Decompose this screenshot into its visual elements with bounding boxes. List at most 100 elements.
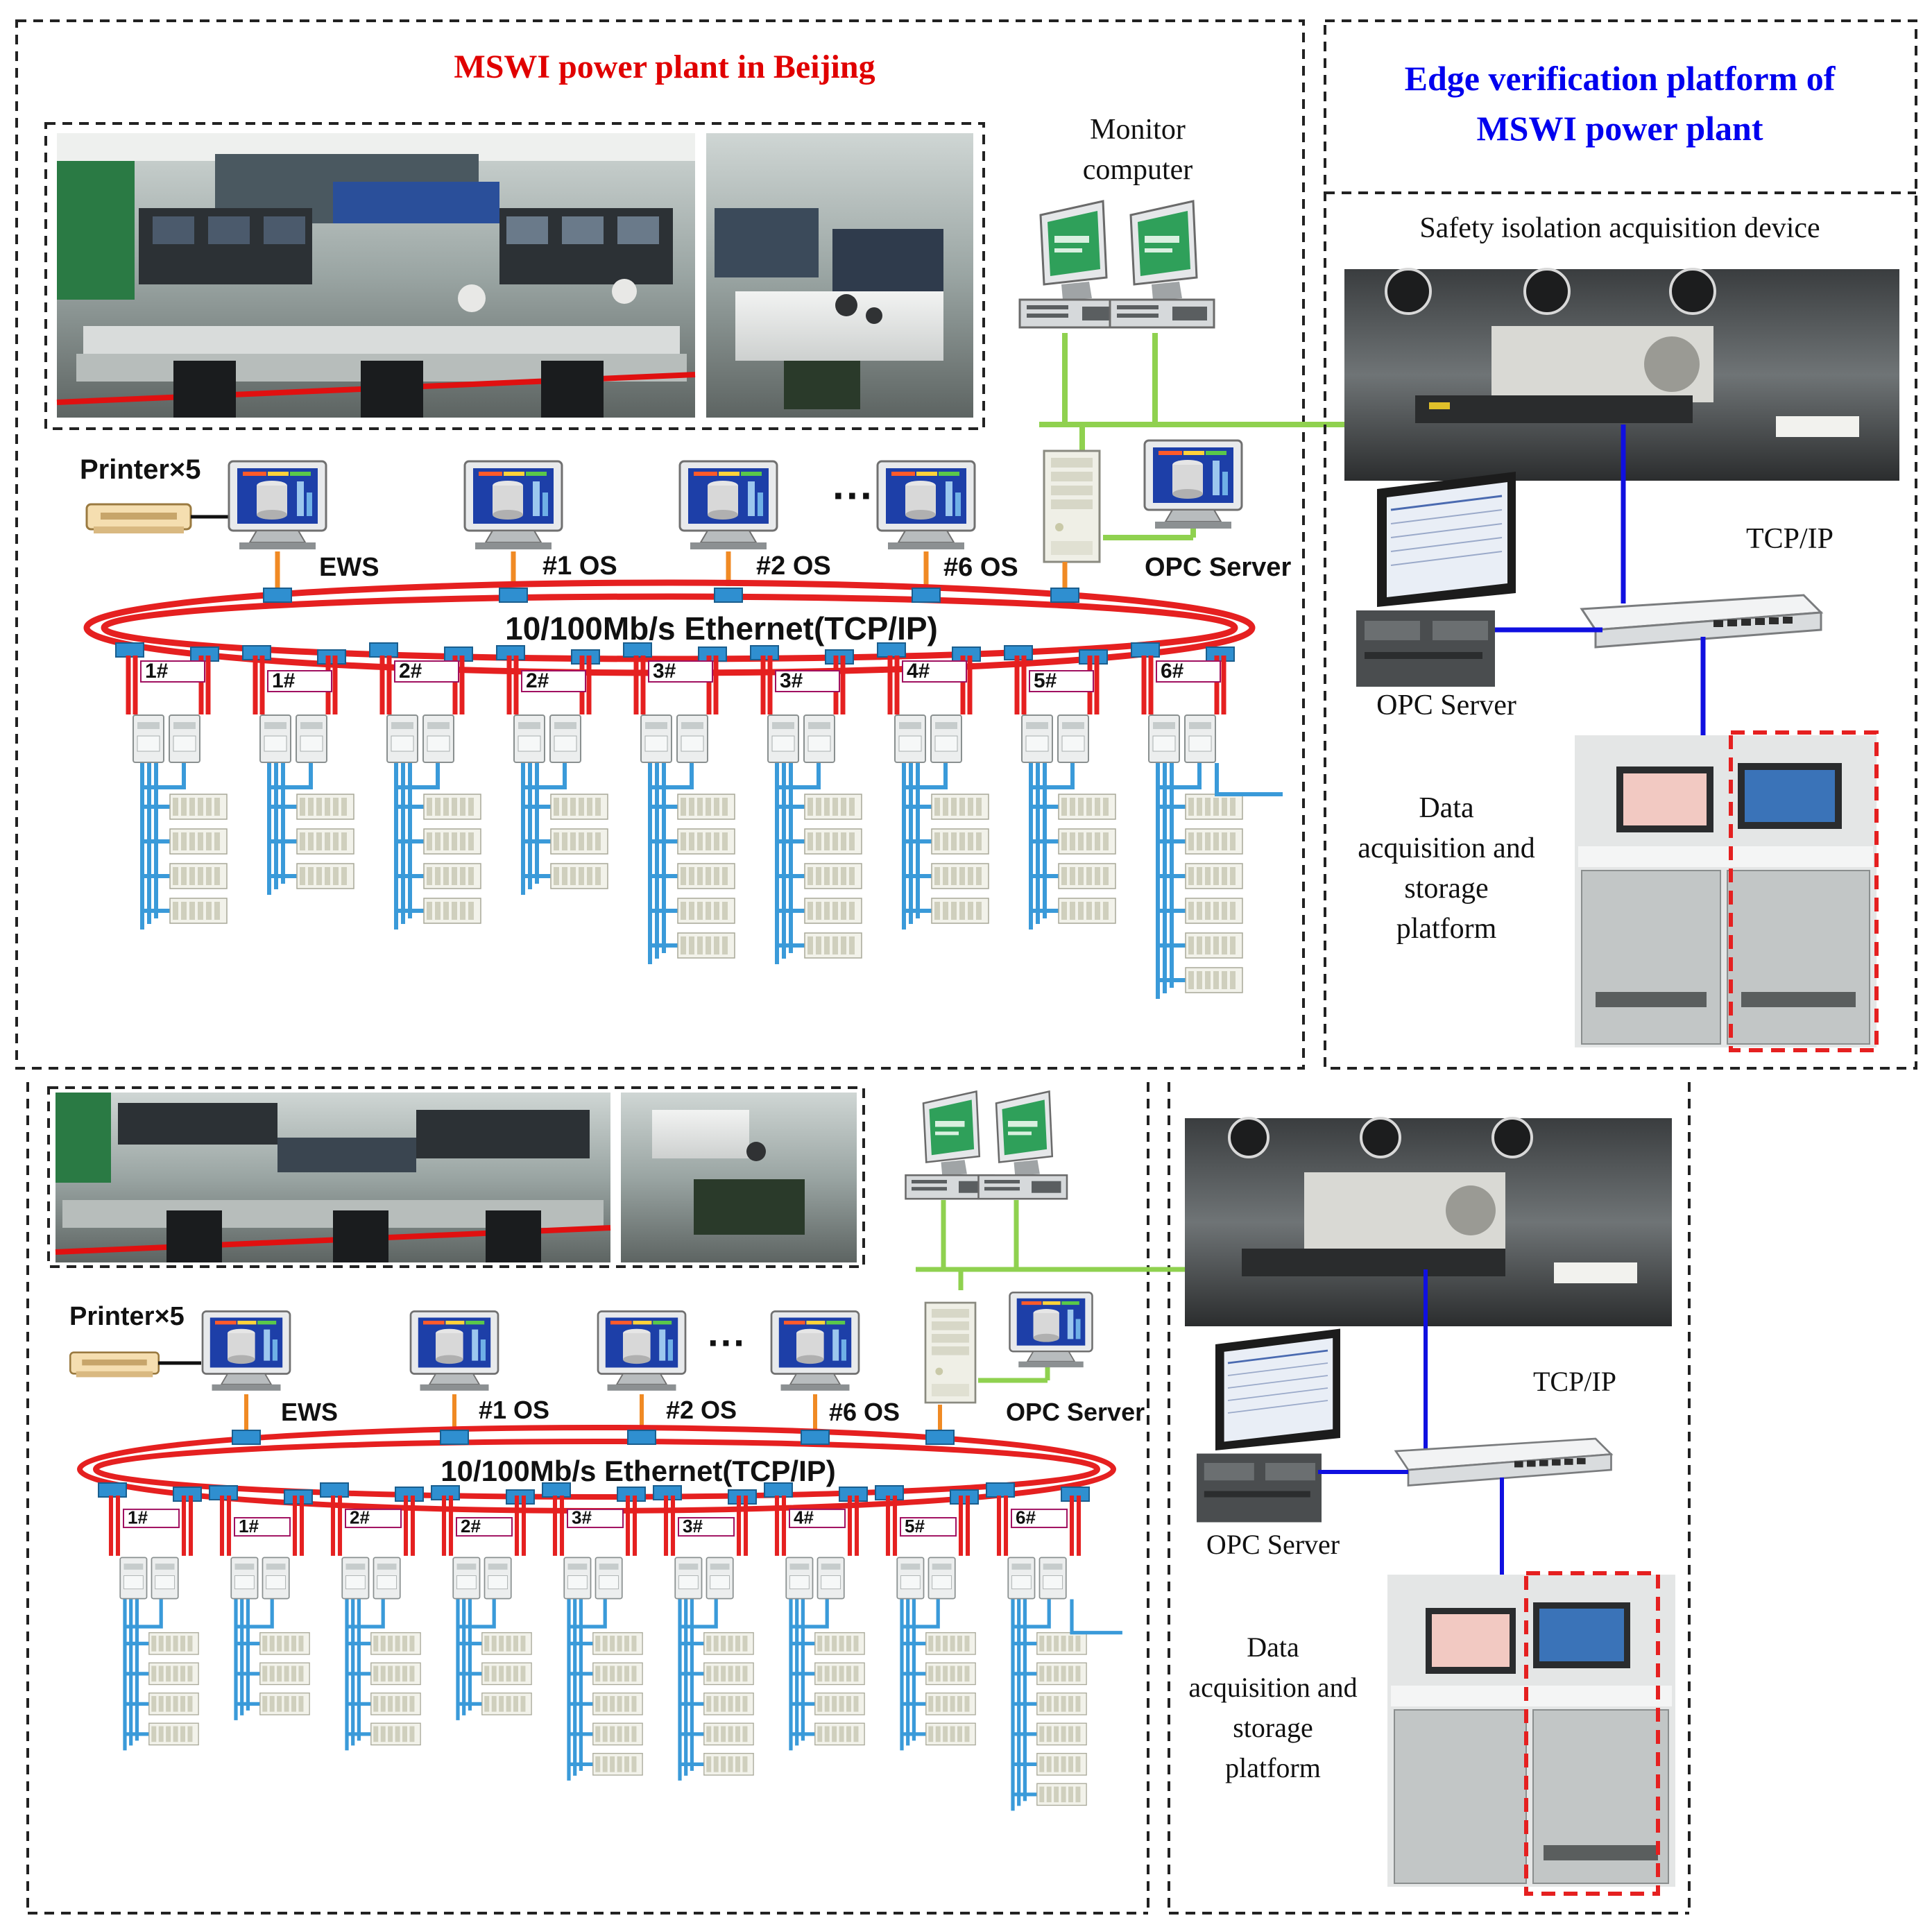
ring-port <box>714 588 743 603</box>
red-riser <box>633 656 646 714</box>
ring-port <box>839 1487 868 1502</box>
field-bus-line <box>777 763 821 789</box>
monitor-computer-label-line2: computer <box>1083 154 1193 186</box>
control-unit-5: 3# <box>552 1496 643 1781</box>
control-unit-8: 5# <box>1014 656 1116 930</box>
field-terminal-block <box>1036 1753 1087 1776</box>
bottom-ews-monitor <box>201 1310 291 1392</box>
ring-port <box>925 1430 955 1445</box>
red-riser <box>760 656 773 714</box>
field-terminal-block <box>423 898 481 924</box>
unit-tag-label: 5# <box>905 1516 925 1536</box>
os2-monitor-icon <box>678 460 778 551</box>
field-terminal-block <box>1036 1693 1087 1715</box>
unit-tag-box <box>1029 670 1094 692</box>
bottom-printer-icon <box>69 1351 160 1378</box>
bottom-opc-monitor <box>1009 1291 1093 1369</box>
control-unit-2: 1# <box>253 656 354 895</box>
os2-label: #2 OS <box>756 551 831 581</box>
ring-port <box>1131 642 1160 658</box>
safety-isolation-label: Safety isolation acquisition device <box>1419 212 1820 244</box>
field-bus-line <box>523 763 567 789</box>
control-unit-5: 3# <box>633 656 735 964</box>
unit-tag-box <box>345 1508 402 1528</box>
red-riser <box>403 1496 416 1556</box>
field-terminal-block <box>148 1693 199 1715</box>
field-terminal-block <box>259 1693 310 1715</box>
field-terminal-block <box>1058 898 1116 924</box>
unit-tag-label: 1# <box>128 1507 148 1528</box>
field-terminal-block <box>804 794 862 820</box>
field-terminal-block <box>1036 1632 1087 1655</box>
field-terminal-block <box>481 1693 532 1715</box>
field-terminal-block <box>259 1632 310 1655</box>
bottom-os6-label: #6 OS <box>829 1398 900 1426</box>
field-terminal-block <box>703 1722 754 1746</box>
field-terminal-block <box>1185 863 1243 889</box>
bottom-repeat-panel: Printer×5 EWS #1 OS #2 OS ··· #6 OS OPC … <box>26 1082 1691 1915</box>
io-module-pair <box>674 1557 734 1600</box>
red-riser <box>441 1496 454 1556</box>
ring-port <box>986 1482 1015 1498</box>
unit-tag-label: 4# <box>907 660 930 683</box>
red-riser <box>219 1496 232 1556</box>
unit-tag-label: 3# <box>653 660 676 683</box>
field-terminal-block <box>814 1632 865 1655</box>
field-terminal-block <box>677 828 735 855</box>
io-module-pair <box>767 714 835 763</box>
ring-port <box>506 1489 535 1505</box>
field-terminal-block <box>169 828 228 855</box>
red-riser <box>625 1496 638 1556</box>
ring-port <box>912 588 941 603</box>
bottom-tcpip-label: TCP/IP <box>1533 1366 1616 1397</box>
io-module-pair <box>896 1557 956 1600</box>
io-module-pair <box>563 1557 623 1600</box>
field-terminal-block <box>592 1662 643 1686</box>
field-terminal-block <box>423 828 481 855</box>
field-terminal-block <box>296 863 354 889</box>
red-riser <box>292 1496 305 1556</box>
unit-tag-label: 1# <box>272 669 296 692</box>
edge-platform-panel: Edge verification platform of MSWI power… <box>1324 19 1917 1070</box>
bottom-storage-platform-photo <box>1387 1575 1675 1887</box>
field-terminal-block <box>804 828 862 855</box>
control-unit-4: 2# <box>441 1496 532 1720</box>
ring-port <box>173 1487 202 1502</box>
field-terminal-block <box>804 863 862 889</box>
field-terminal-block <box>1058 828 1116 855</box>
control-unit-3: 2# <box>379 656 481 930</box>
bottom-operator-desk-photo <box>621 1093 857 1262</box>
bottom-ellipsis: ··· <box>708 1321 746 1364</box>
field-terminal-block <box>1185 794 1243 820</box>
unit-tag-label: 2# <box>461 1516 481 1536</box>
field-terminal-block <box>703 1632 754 1655</box>
unit-tag-box <box>1011 1508 1068 1528</box>
unit-tag-label: 1# <box>145 660 169 683</box>
field-bus-line <box>1031 763 1075 789</box>
field-terminal-block <box>814 1662 865 1686</box>
ring-port <box>444 646 473 662</box>
field-terminal-block <box>550 828 608 855</box>
io-module-pair <box>230 1557 290 1600</box>
ring-port <box>263 588 292 603</box>
control-room-photo <box>56 133 696 418</box>
ring-port <box>395 1487 424 1502</box>
bottom-os6-monitor <box>770 1310 860 1392</box>
edge-opc-server-label: OPC Server <box>1376 690 1516 721</box>
field-terminal-block <box>1058 794 1116 820</box>
unit-tag-box <box>123 1508 180 1528</box>
field-terminal-block <box>423 794 481 820</box>
data-platform-label: Data <box>1419 792 1474 824</box>
ring-port <box>115 642 144 658</box>
os6-label: #6 OS <box>943 553 1018 582</box>
bottom-monitor-computer-2 <box>977 1090 1068 1200</box>
bottom-os1-label: #1 OS <box>479 1396 549 1424</box>
os6-monitor-icon <box>876 460 976 551</box>
ring-port <box>232 1430 261 1445</box>
field-terminal-block <box>370 1693 421 1715</box>
bottom-os1-monitor <box>409 1310 499 1392</box>
ring-port <box>320 1482 349 1498</box>
field-terminal-block <box>925 1662 976 1686</box>
field-terminal-block <box>703 1662 754 1686</box>
ring-port <box>542 1482 571 1498</box>
